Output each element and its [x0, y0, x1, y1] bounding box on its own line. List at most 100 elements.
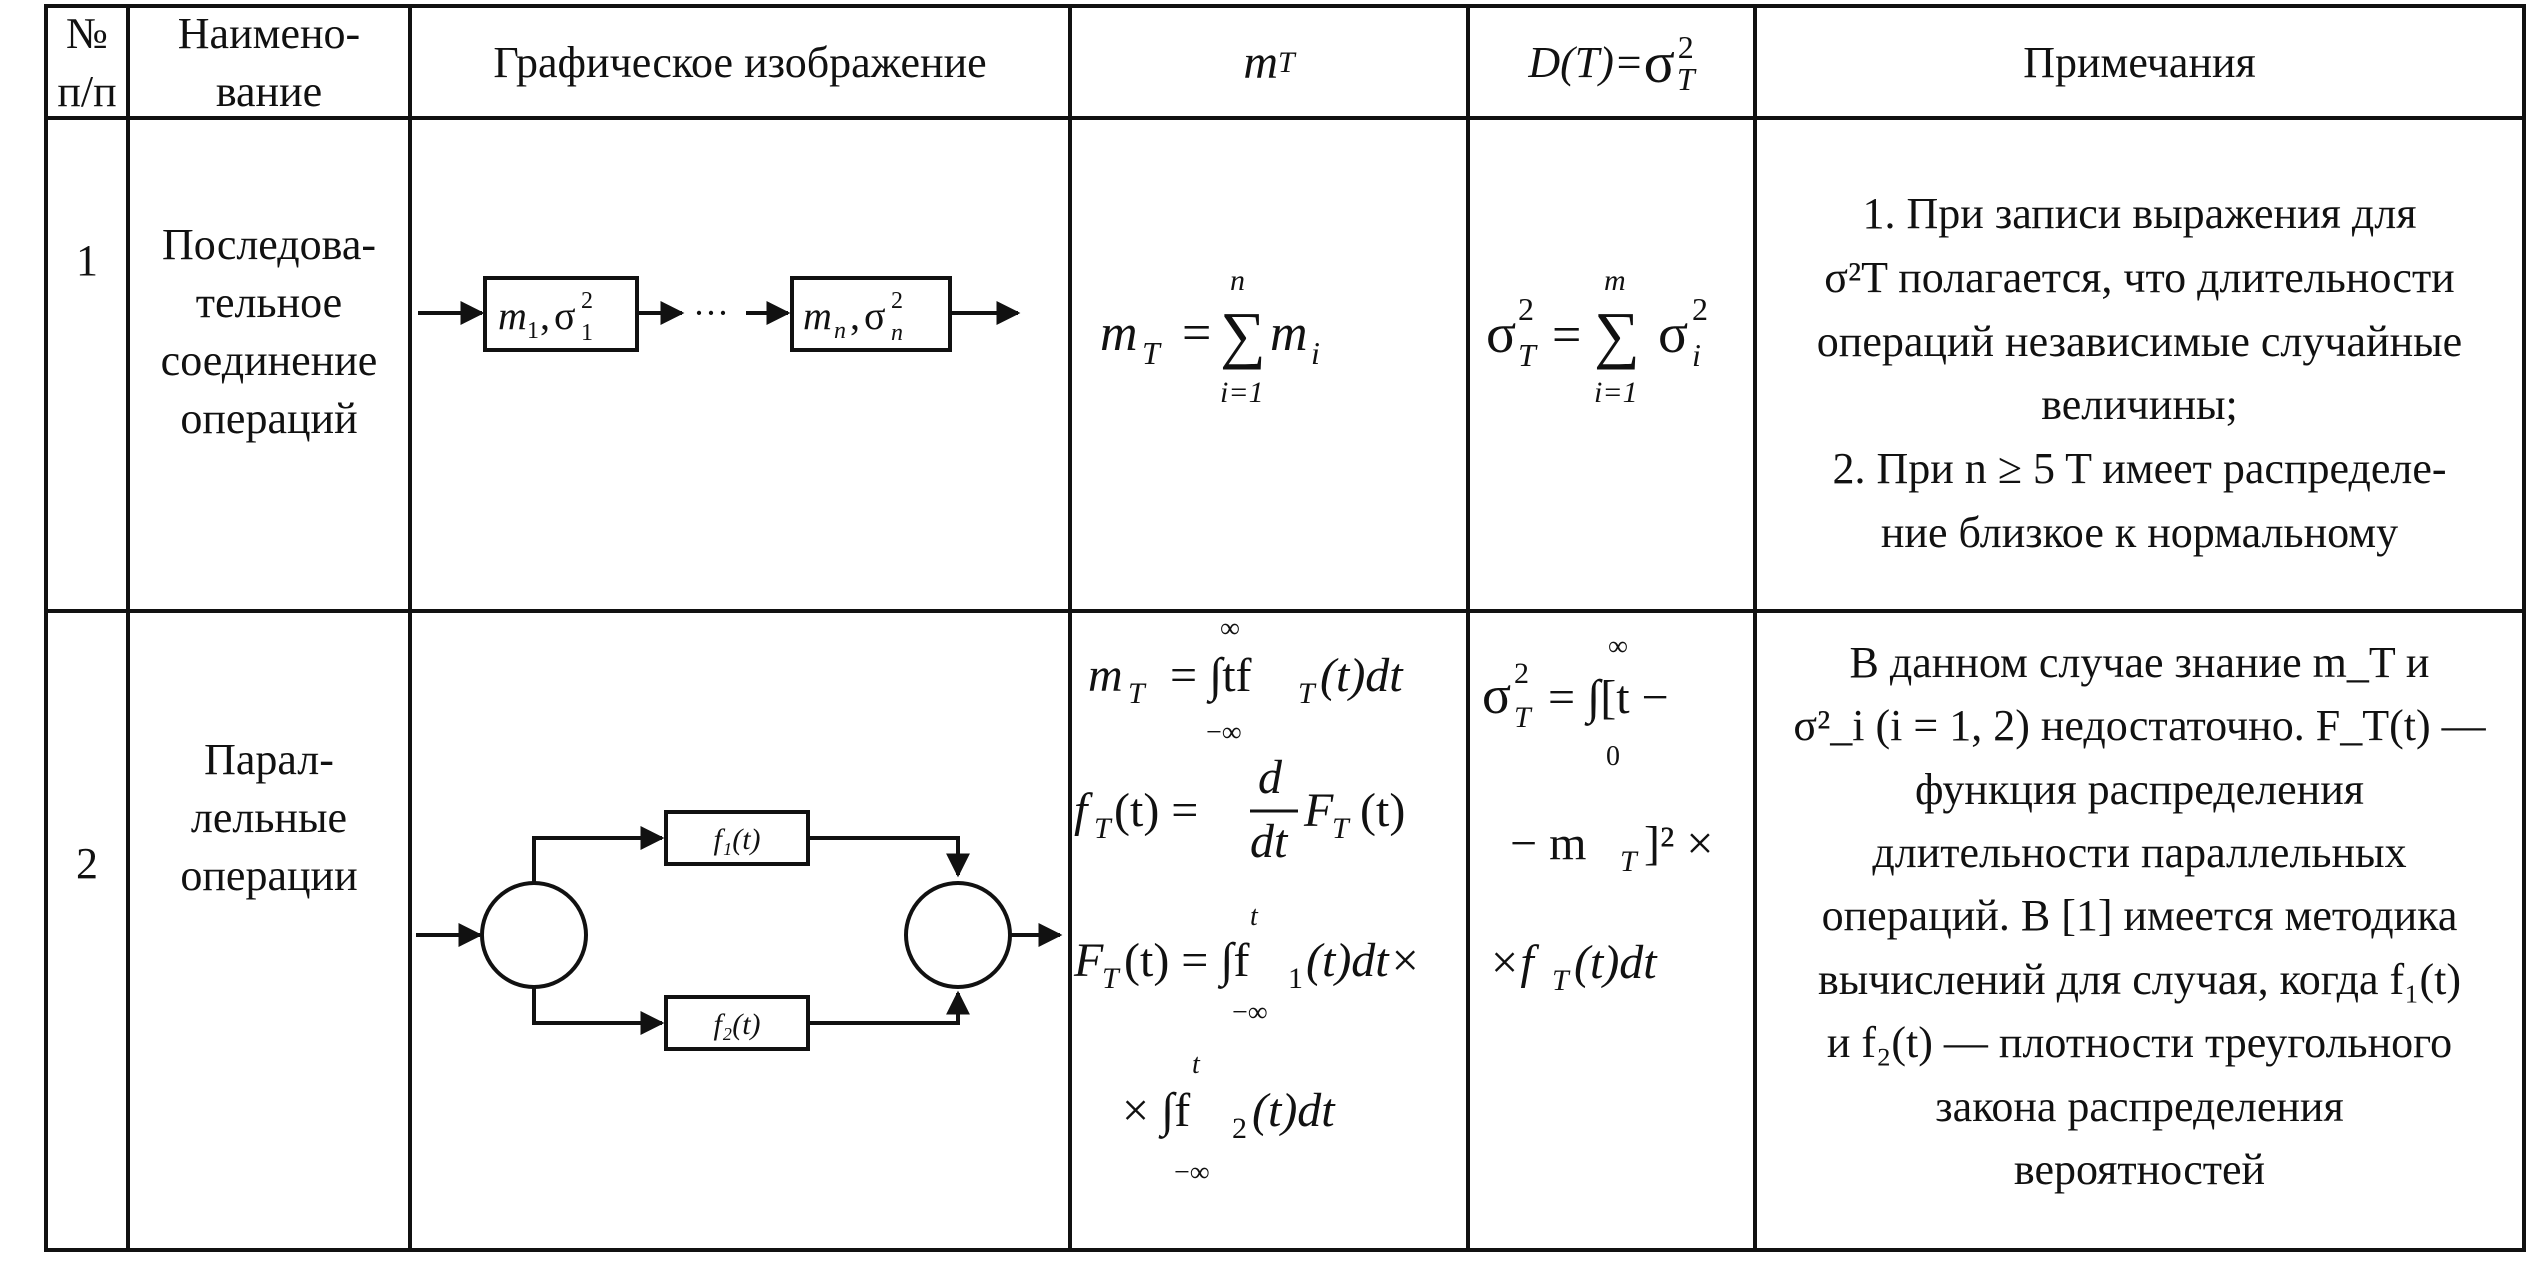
dt2-l1-bot: 0: [1606, 741, 1620, 772]
mt2-l1-sub: T: [1128, 677, 1147, 710]
box1-sup: 2: [581, 288, 593, 314]
mt2-l2-sub: T: [1094, 812, 1113, 845]
mt2-l3-tail: (t)dt×: [1306, 934, 1421, 987]
row2-mt-formulas: m T = ∫tf T (t)dt ∞ −∞ f T (t) = d dt F …: [1073, 613, 1421, 1188]
parallel-merge-top: [808, 836, 970, 878]
row1-name-line2: тельное: [195, 278, 343, 328]
mt1-term-sub: i: [1311, 335, 1320, 371]
mt2-l1-tail: (t)dt: [1320, 649, 1404, 702]
row1-name-line3: соединение: [160, 336, 378, 386]
row2-note-line5: операций. В [1] имеется методика: [1821, 891, 2458, 941]
dt2-l3: ×f: [1488, 936, 1539, 989]
row2-note-line9: вероятностей: [2013, 1144, 2266, 1194]
mt2-l4: × ∫f: [1122, 1084, 1190, 1139]
mt2-l1-lhs: m: [1088, 649, 1123, 702]
header-dt-sigma: σ: [1643, 29, 1675, 95]
mt1-lhs: m: [1100, 305, 1138, 362]
mt2-l2-Fsub: T: [1332, 812, 1351, 845]
series-box-n: [790, 276, 952, 352]
parallel-top-path: [532, 836, 644, 883]
mt2-l3-top: t: [1250, 901, 1259, 932]
header-name-line2: вание: [215, 67, 323, 116]
row1-number: 1: [46, 120, 128, 611]
row1-name-line1: Последова-: [161, 220, 377, 269]
dt1-eq: =: [1552, 307, 1581, 364]
row2-note-line2: σ²_i (i = 1, 2) недостаточно. F_T(t) —: [1793, 701, 2486, 751]
mt2-l4-top: t: [1192, 1049, 1201, 1080]
row1-note-line4: величины;: [2041, 380, 2238, 430]
header-dt-sup: 2: [1677, 29, 1694, 65]
row2-name-line2: лельные: [190, 793, 348, 843]
row2-name: Парал- лельные операции: [128, 613, 410, 1250]
dt2-l3-sub: T: [1552, 964, 1571, 997]
dt2-l2: − m: [1510, 817, 1586, 870]
parallel-bottom-path: [532, 987, 644, 1025]
row2-note-line3: функция распределения: [1915, 764, 2364, 814]
box1-sub: 1: [581, 320, 593, 346]
row1-dt-formula: σ 2 T = m ∑ i=1 σ 2 i: [1486, 264, 1708, 409]
dt2-l2-sub: T: [1620, 845, 1639, 878]
mt2-l3-mid: (t) = ∫f: [1124, 934, 1250, 989]
mt1-term: m: [1270, 305, 1308, 362]
mt2-l4-sub: 2: [1232, 1112, 1247, 1145]
mt2-l1-rest: = ∫tf: [1170, 649, 1252, 704]
row2-note-line4: длительности параллельных: [1872, 828, 2407, 878]
dt2-l1-sub: T: [1514, 701, 1533, 734]
boxn-sub: n: [891, 320, 903, 346]
row1-name: Последова- тельное соединение операций: [128, 120, 410, 611]
mt2-l2-den: dt: [1250, 815, 1289, 868]
dt2-l1-rest: = ∫[t −: [1548, 671, 1669, 726]
dt1-lhs: σ: [1486, 303, 1516, 365]
header-mt-symbol: m: [1243, 36, 1278, 90]
box1-sigma: σ: [554, 293, 576, 338]
row1-note-line6: ние близкое к нормальному: [1880, 507, 2399, 557]
boxn-sigma: σ: [864, 293, 886, 338]
dt1-sum: ∑: [1594, 299, 1640, 370]
header-number-line1: №: [66, 8, 108, 58]
dt1-sum-bottom: i=1: [1594, 376, 1638, 409]
boxn-comma: ,: [850, 293, 860, 338]
series-diagram: m 1 , σ 2 1 ··· m n , σ 2 n: [418, 276, 1021, 352]
row1-note-line2: σ²T полагается, что длительности: [1824, 252, 2455, 302]
header-graphic: Графическое изображение: [410, 8, 1070, 118]
row1-notes: 1. При записи выражения для σ²T полагает…: [1755, 120, 2524, 611]
dt1-term: σ: [1658, 303, 1688, 365]
mt2-l4-tail: (t)dt: [1252, 1084, 1336, 1137]
mt2-l3-bot: −∞: [1232, 997, 1268, 1028]
row2-number-value: 2: [76, 839, 98, 888]
row1-note-line5: 2. При n ≥ 5 T имеет распределе-: [1832, 444, 2447, 494]
parallel-join-node: [904, 881, 1012, 989]
mt2-l2-mid: (t) =: [1114, 784, 1198, 837]
box1-m: m: [498, 293, 527, 338]
mt1-eq: =: [1182, 305, 1211, 362]
mt2-l1-fsub: T: [1298, 677, 1317, 710]
dt2-l1-top: ∞: [1608, 631, 1628, 662]
row2-note-line6: вычислений для случая, когда f₁(t): [1817, 954, 2462, 1004]
dt2-l1-lhs: σ: [1482, 665, 1511, 725]
dt1-term-sup: 2: [1692, 291, 1708, 327]
box-f2-label: f₂(t): [713, 1008, 760, 1041]
parallel-merge-bottom: [808, 990, 970, 1025]
row1-note-line3: операций независимые случайные: [1816, 316, 2463, 366]
mt1-lhs-sub: T: [1142, 335, 1162, 371]
parallel-diagram: f₁(t) f₂(t): [416, 810, 1063, 1051]
row2-note-line1: В данном случае знание m_T и: [1849, 638, 2430, 687]
row2-notes: В данном случае знание m_T и σ²_i (i = 1…: [1755, 613, 2524, 1250]
box1-comma: ,: [540, 293, 550, 338]
table-border: [44, 4, 2526, 1252]
header-name: Наимено- вание: [128, 8, 410, 118]
dt2-l2-tail: ]² ×: [1644, 817, 1713, 870]
header-number-line2: п/п: [57, 67, 117, 116]
dt1-sum-top: m: [1604, 264, 1626, 297]
row2-number: 2: [46, 613, 128, 1250]
mt1-sum-bottom: i=1: [1220, 376, 1264, 409]
header-number: № п/п: [46, 8, 128, 118]
series-box-1: [483, 276, 639, 352]
row2-dt-formulas: σ 2 T = ∫[t − ∞ 0 − m T ]² × ×f T (t)dt: [1482, 631, 1713, 997]
row1-mt-formula: m T = n ∑ i=1 m i: [1100, 264, 1320, 409]
boxn-sup: 2: [891, 288, 903, 314]
dt1-term-sub: i: [1692, 337, 1701, 373]
row1-note-line1: 1. При записи выражения для: [1862, 189, 2417, 238]
boxn-msub: n: [834, 318, 846, 344]
